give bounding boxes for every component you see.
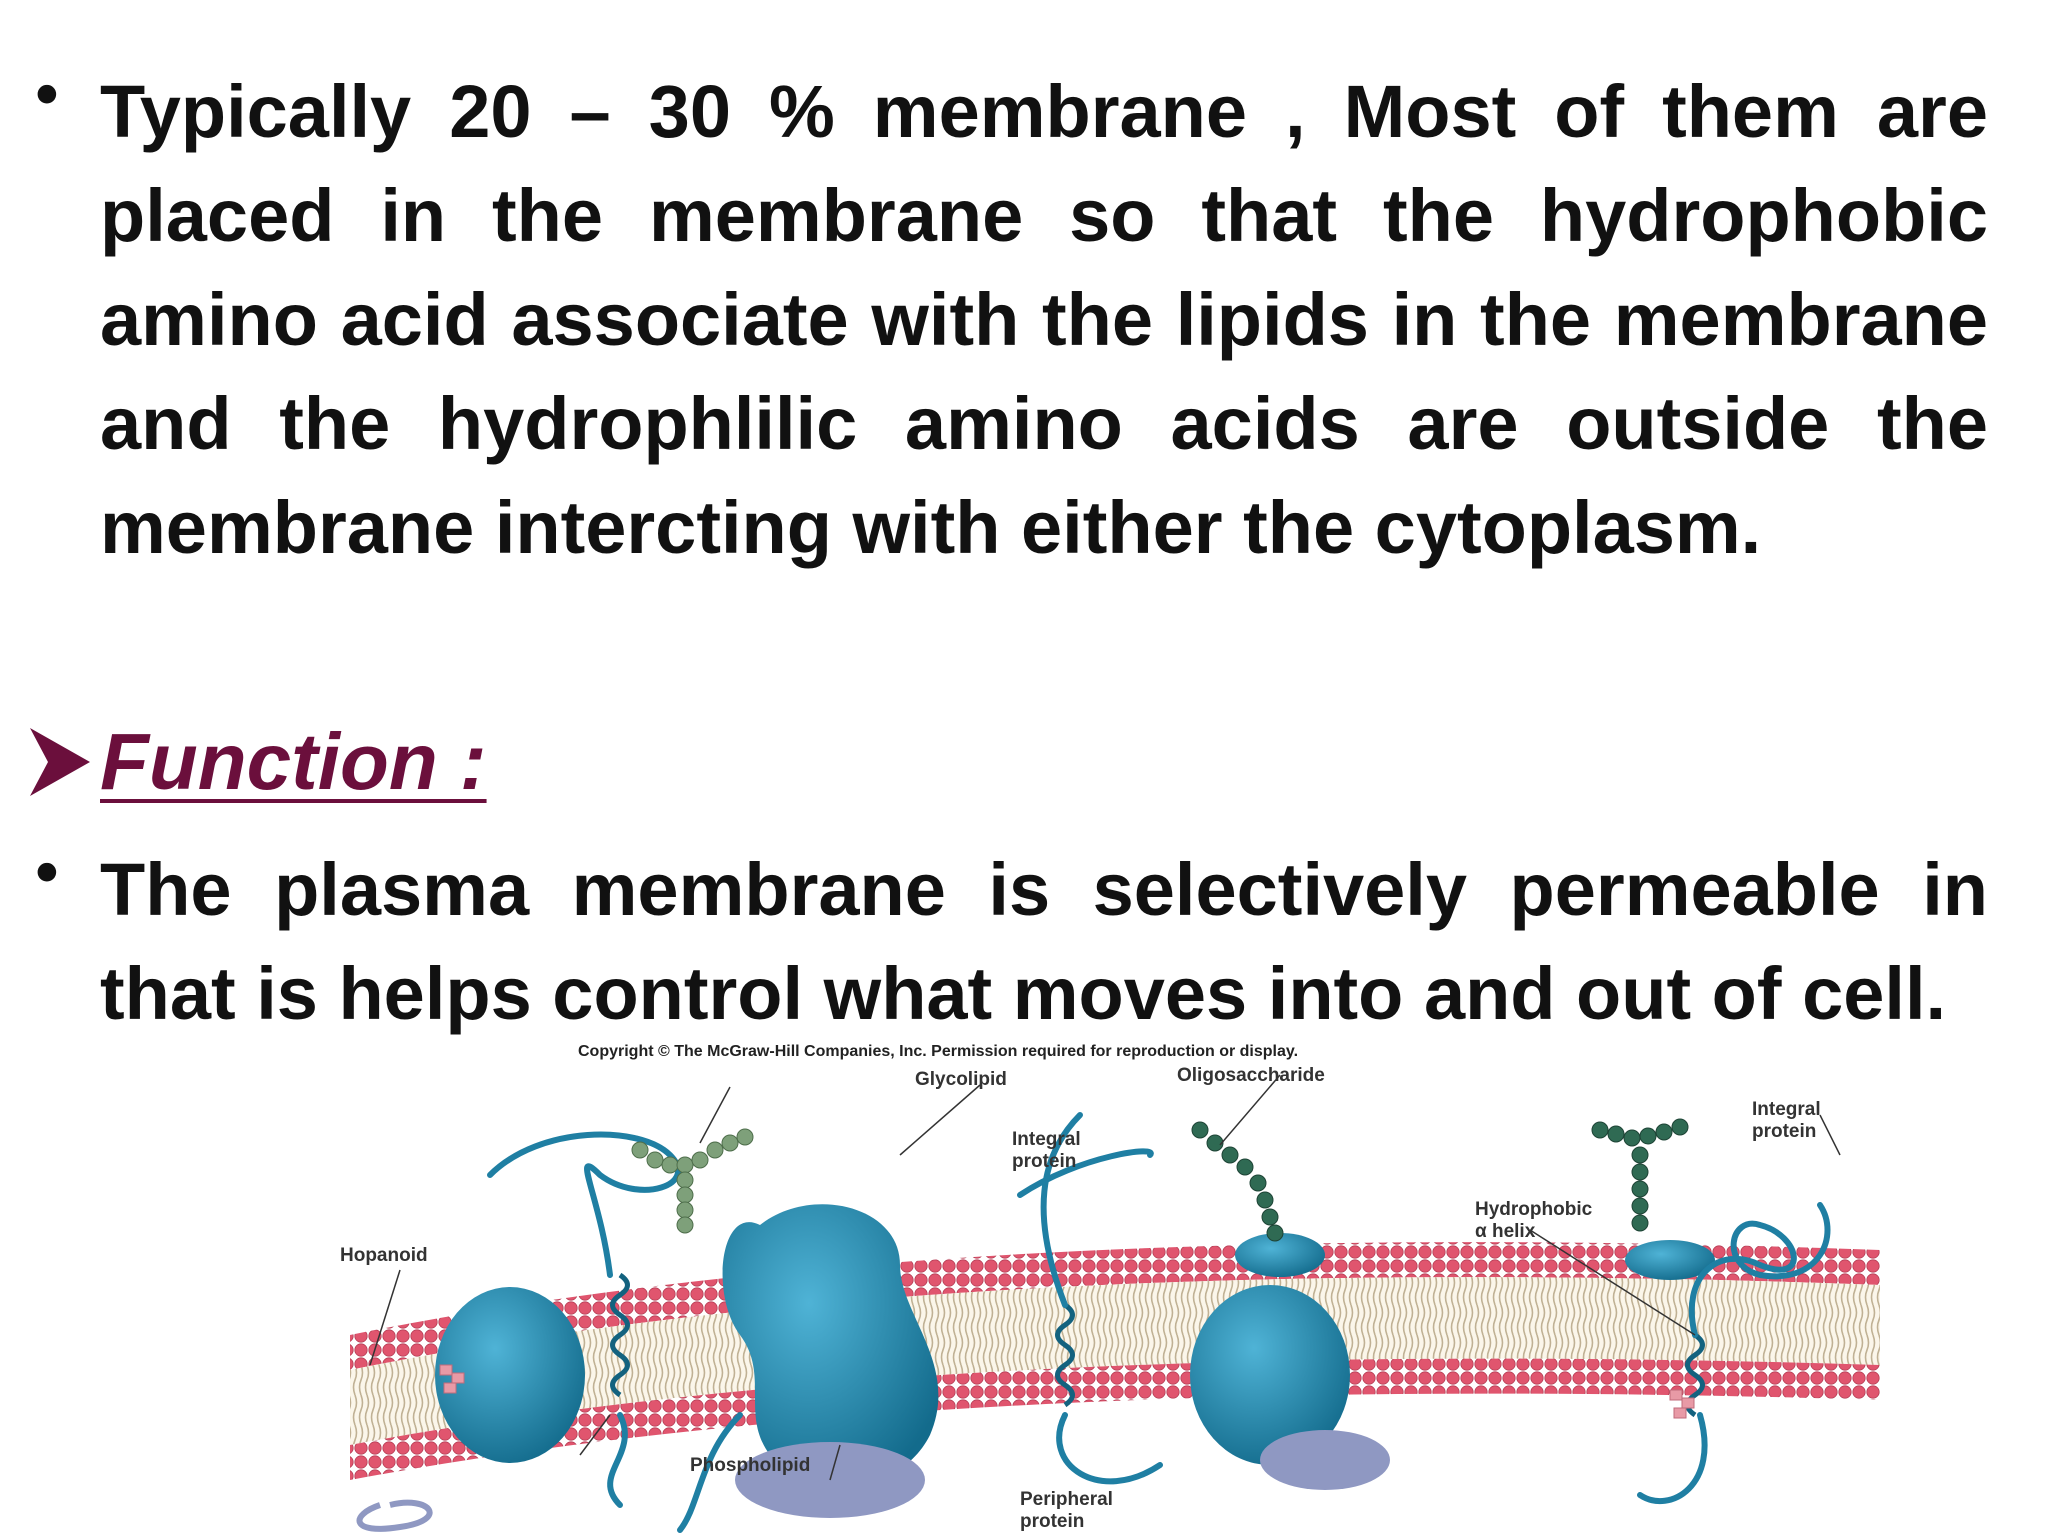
- label-oligosaccharide: Oligosaccharide: [1177, 1065, 1325, 1086]
- bullet-text-2: The plasma membrane is selectively perme…: [100, 848, 1988, 1035]
- channel-protein-left: [435, 1287, 585, 1463]
- label-integral-protein-2-line2: protein: [1752, 1121, 1816, 1142]
- hopanoid-molecules: [439, 1364, 1695, 1419]
- glycolipid-sugar-chain: [631, 1128, 754, 1234]
- bullet-item-1: • Typically 20 – 30 % membrane , Most of…: [28, 60, 1988, 580]
- label-peripheral-protein-line1: Peripheral: [1020, 1489, 1113, 1510]
- function-heading: Function :: [26, 712, 487, 812]
- inner-lipid-heads: [350, 1358, 1880, 1480]
- label-integral-protein-1-line2: protein: [1012, 1151, 1076, 1172]
- label-hopanoid: Hopanoid: [340, 1245, 428, 1266]
- outer-lipid-heads: [350, 1242, 1880, 1370]
- arrowhead-bullet-icon: [30, 728, 90, 796]
- label-hydrophobic-helix-line2: α helix: [1475, 1221, 1536, 1242]
- label-integral-protein-2-line1: Integral: [1752, 1099, 1821, 1120]
- integral-protein-large: [722, 1204, 939, 1488]
- bullet-dot-icon: •: [28, 60, 66, 134]
- label-glycolipid: Glycolipid: [915, 1069, 1007, 1090]
- label-peripheral-protein-line2: protein: [1020, 1511, 1084, 1532]
- copyright-text: Copyright © The McGraw-Hill Companies, I…: [578, 1043, 1298, 1060]
- bullet-dot-icon: •: [28, 838, 66, 912]
- bullet-text-1: Typically 20 – 30 % membrane , Most of t…: [100, 70, 1988, 569]
- label-phospholipid: Phospholipid: [690, 1455, 810, 1476]
- oligosaccharide-chains: [1191, 1118, 1689, 1242]
- plasma-membrane-diagram: Copyright © The McGraw-Hill Companies, I…: [340, 1035, 1880, 1535]
- bullet-item-2: • The plasma membrane is selectively per…: [28, 838, 1988, 1046]
- label-integral-protein-1-line1: Integral: [1012, 1129, 1081, 1150]
- label-hydrophobic-helix-line1: Hydrophobic: [1475, 1199, 1593, 1220]
- polypeptide-strands: [487, 1112, 1831, 1533]
- function-heading-text: Function :: [100, 717, 487, 806]
- membrane-illustration: Copyright © The McGraw-Hill Companies, I…: [340, 1043, 1880, 1533]
- channel-protein-right: [1190, 1285, 1350, 1465]
